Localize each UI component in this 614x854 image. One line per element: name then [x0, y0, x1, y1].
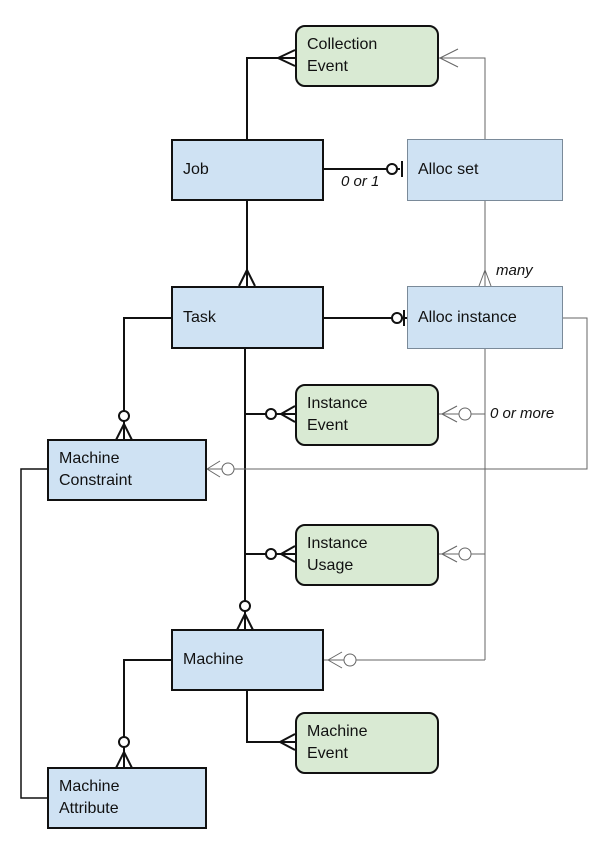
edge-task-instance-event [245, 405, 296, 423]
entity-label: Machine Event [307, 723, 368, 762]
entity-task: Task [171, 286, 324, 349]
cardinality-many: many [496, 262, 533, 279]
entity-label: Machine Attribute [59, 778, 120, 817]
edge-machine-constraint-machine-attribute [20, 468, 47, 799]
edge-task-machine [236, 348, 254, 631]
entity-label: Task [183, 308, 216, 326]
cardinality-zero-or-more: 0 or more [490, 405, 555, 422]
edge-job-task [238, 200, 256, 287]
entity-label: Job [183, 161, 209, 178]
edge-job-collection-event [246, 49, 296, 140]
entity-instance-usage: Instance Usage [295, 524, 439, 586]
entity-job: Job [171, 139, 324, 201]
entity-label: Alloc set [418, 161, 479, 178]
entity-label: Machine Constraint [59, 450, 132, 489]
entity-label: Alloc instance [418, 308, 517, 326]
entity-instance-event: Instance Event [295, 384, 439, 446]
edge-job-alloc-set [323, 161, 403, 177]
entity-machine: Machine [171, 629, 324, 691]
entity-alloc-set: Alloc set [407, 139, 563, 201]
edge-machine-machine-attribute [115, 659, 172, 769]
entity-label: Instance Event [307, 395, 368, 434]
edge-machine-machine-event [246, 690, 296, 751]
entity-machine-attribute: Machine Attribute [47, 767, 207, 829]
entity-machine-event: Machine Event [295, 712, 439, 774]
edge-alloc-set-alloc-instance [478, 200, 492, 287]
edge-task-machine-constraint [115, 317, 172, 441]
entity-machine-constraint: Machine Constraint [47, 439, 207, 501]
edge-task-instance-usage [245, 545, 296, 563]
entity-label: Machine [183, 651, 244, 668]
entity-collection-event: Collection Event [295, 25, 439, 87]
edge-alloc-instance-links [206, 317, 588, 669]
edge-alloc-collection-event [438, 48, 486, 140]
entity-label: Collection Event [307, 36, 378, 75]
edge-task-alloc-instance [323, 310, 407, 326]
cardinality-zero-or-one: 0 or 1 [341, 173, 380, 190]
entity-alloc-instance: Alloc instance [407, 286, 563, 349]
entity-label: Instance Usage [307, 535, 368, 574]
